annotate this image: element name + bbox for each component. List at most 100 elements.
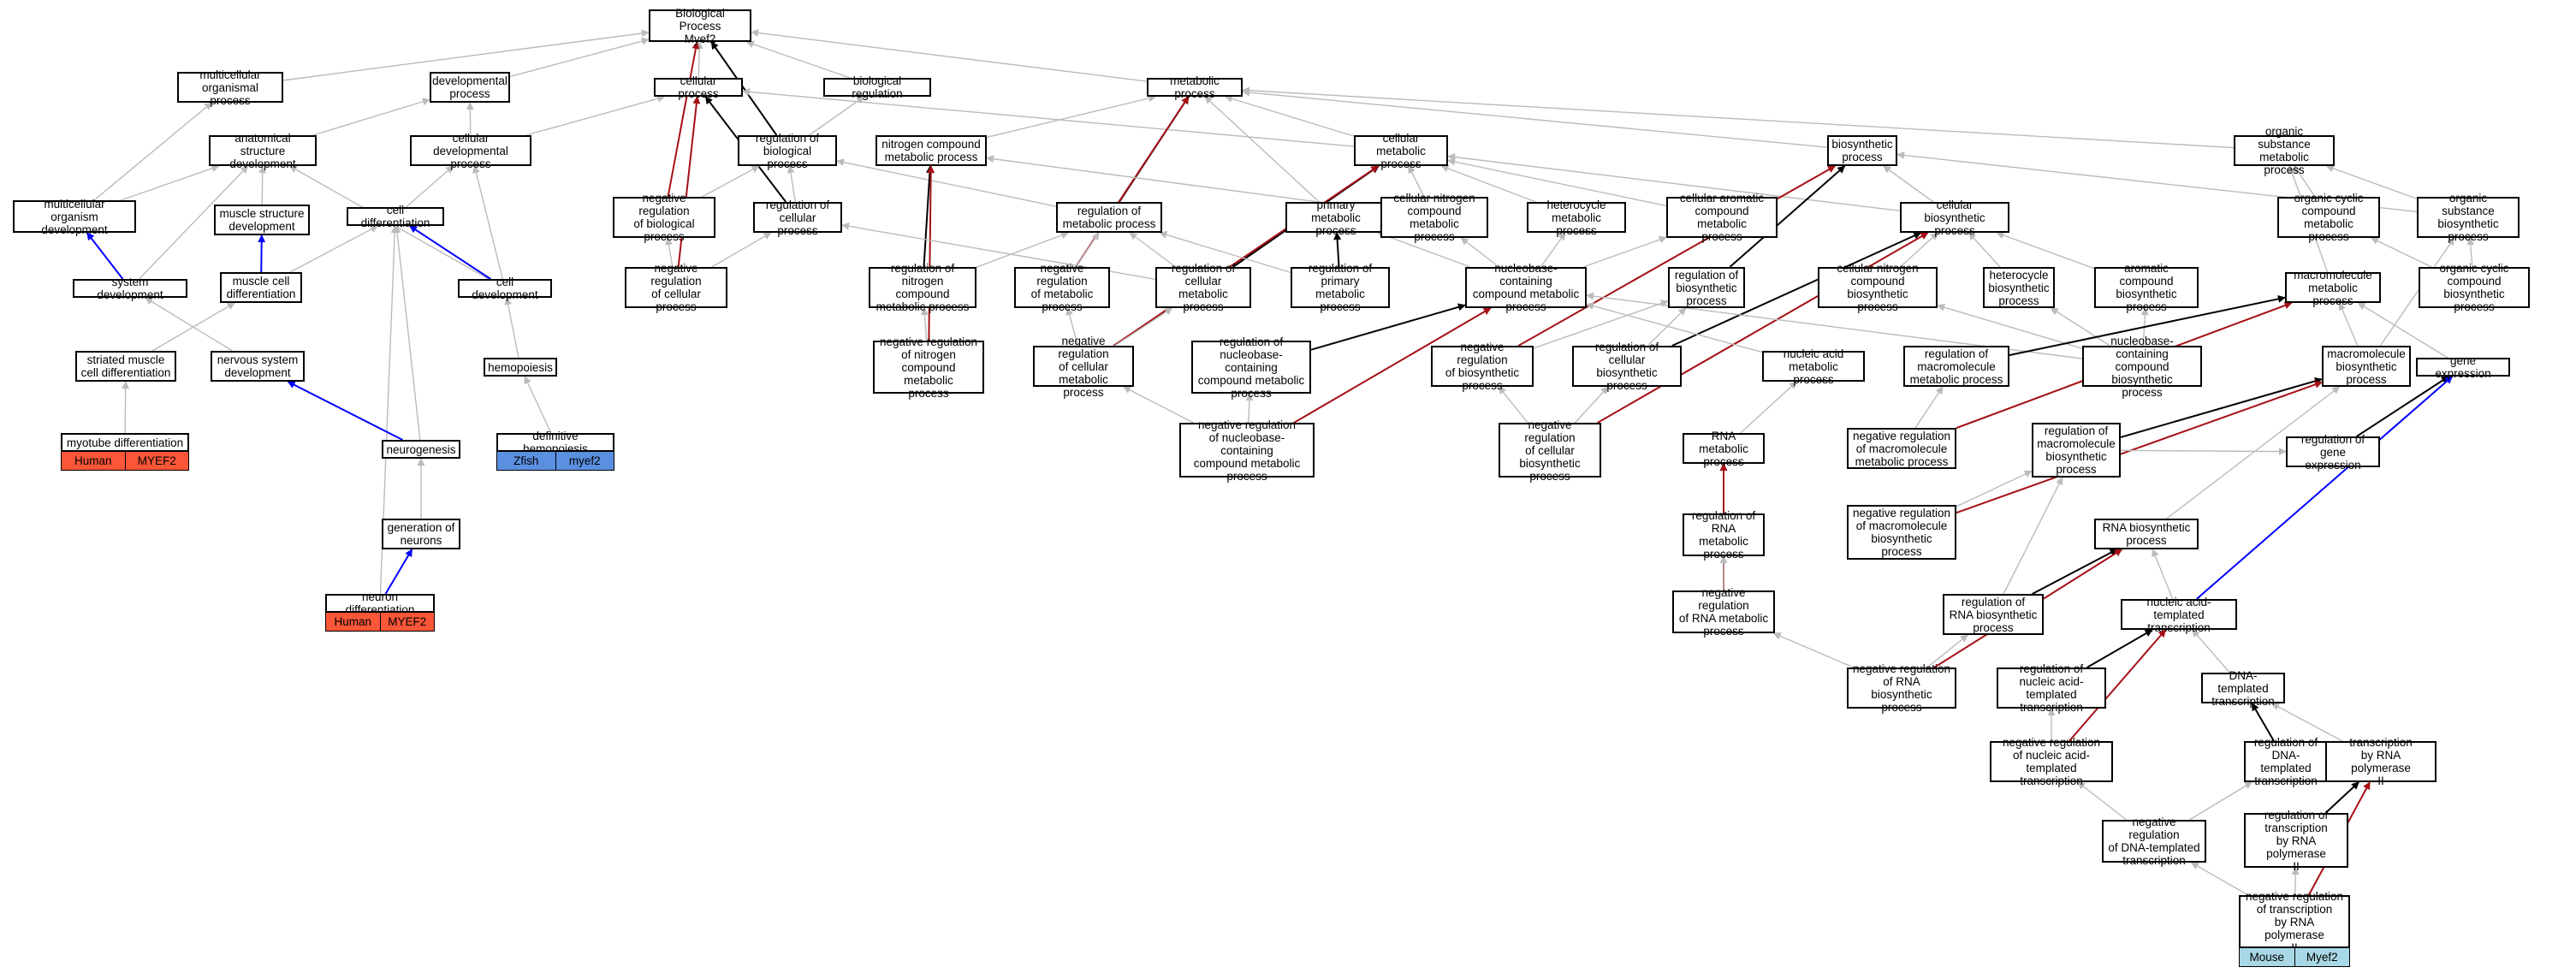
go-node-geneexp[interactable]: gene expression [2416, 354, 2510, 380]
species-label: Mouse [2240, 948, 2294, 966]
edge-osmp-to-metp [1242, 86, 2235, 149]
go-node-regcmp[interactable]: regulation of cellular metabolic process [1155, 262, 1251, 313]
go-node-pmp[interactable]: primary metabolic process [1285, 199, 1386, 237]
go-node-genneur[interactable]: generation of neurons [382, 519, 460, 549]
go-node-regrnabp[interactable]: regulation of RNA biosynthetic process [1943, 594, 2044, 635]
go-node-cmp[interactable]: cellular metabolic process [1354, 132, 1448, 170]
go-node-bioreg[interactable]: biological regulation [823, 74, 931, 100]
go-node-regmp[interactable]: regulation of metabolic process [1056, 202, 1162, 233]
go-node-sysdev[interactable]: system development [73, 276, 187, 301]
edge-cncbp-to-cbp [1899, 232, 1938, 268]
go-node-regmacromp[interactable]: regulation of macromolecule metabolic pr… [1903, 346, 2009, 387]
go-node-cellp[interactable]: cellular process [654, 74, 743, 100]
go-node-regnbcmp[interactable]: regulation of nucleobase-containing comp… [1191, 335, 1311, 400]
go-node-nrcbp[interactable]: negative regulation of cellular biosynth… [1499, 418, 1601, 483]
go-node-mop[interactable]: multicellular organismal process [177, 68, 283, 107]
go-node-acbp[interactable]: aromatic compound biosynthetic process [2094, 262, 2199, 313]
go-node-nrdtt[interactable]: negative regulation of DNA-templated tra… [2102, 816, 2206, 867]
go-node-myotube[interactable]: myotube differentiation [61, 433, 189, 452]
go-node-celldiff[interactable]: cell differentiation [347, 204, 444, 229]
go-node-regpmp[interactable]: regulation of primary metabolic process [1291, 262, 1390, 313]
go-node-macromp[interactable]: macromolecule metabolic process [2285, 269, 2381, 307]
go-node-regcp[interactable]: regulation of cellular process [753, 199, 842, 237]
go-node-cacmp[interactable]: cellular aromatic compound metabolic pro… [1666, 192, 1778, 243]
go-node-nrnbcmp[interactable]: negative regulation of nucleobase-contai… [1179, 418, 1315, 483]
go-node-devp[interactable]: developmental process [430, 72, 510, 103]
go-node-smcd[interactable]: striated muscle cell differentiation [75, 351, 176, 382]
go-node-regcbp[interactable]: regulation of cellular biosynthetic proc… [1572, 341, 1682, 392]
go-node-nbcmp[interactable]: nucleobase-containing compound metabolic… [1465, 262, 1587, 313]
edge-nrtpol2-to-regtpol2 [2291, 867, 2300, 896]
edge-regdtt-to-dtt [2251, 703, 2275, 742]
go-node-cncbp[interactable]: cellular nitrogen compound biosynthetic … [1818, 262, 1938, 313]
go-node-osbp[interactable]: organic substance biosynthetic process [2417, 192, 2520, 243]
go-node-macrobp[interactable]: macromolecule biosynthetic process [2322, 346, 2411, 387]
go-node-regtpol2[interactable]: regulation of transcription by RNA polym… [2244, 809, 2348, 873]
go-node-nrtpol2[interactable]: negative regulation of transcription by … [2239, 890, 2350, 954]
go-node-namp[interactable]: nucleic acid metabolic process [1762, 347, 1865, 386]
edge-occmp-to-osmp [2294, 165, 2316, 198]
go-node-reggeneexp[interactable]: regulation of gene expression [2286, 433, 2380, 472]
go-node-defhemo[interactable]: definitive hemopoiesis [496, 430, 614, 455]
go-node-regbp[interactable]: regulation of biological process [738, 132, 837, 170]
go-node-nrmacrobp[interactable]: negative regulation of macromolecule bio… [1847, 505, 1956, 560]
go-node-occbp[interactable]: organic cyclic compound biosynthetic pro… [2419, 262, 2530, 313]
edge-nrnbcmp-to-regnbcmp [1245, 393, 1254, 424]
edge-neurogen-to-nsd [287, 381, 403, 441]
edge-myotube-to-smcd [122, 381, 130, 434]
go-node-tpol2[interactable]: transcription by RNA polymerase II [2325, 736, 2437, 787]
edge-asd-to-devp [312, 98, 430, 136]
go-node-nrnatt[interactable]: negative regulation of nucleic acid-temp… [1990, 736, 2113, 787]
go-node-cdp[interactable]: cellular developmental process [410, 132, 531, 170]
go-node-regbiosyn[interactable]: regulation of biosynthetic process [1668, 267, 1745, 308]
go-node-nrncmp[interactable]: negative regulation of nitrogen compound… [873, 335, 984, 400]
go-node-nrmp[interactable]: negative regulation of metabolic process [1014, 262, 1110, 313]
go-node-cbp[interactable]: cellular biosynthetic process [1900, 199, 2009, 237]
go-node-nrbp[interactable]: negative regulation of biological proces… [613, 192, 715, 243]
go-node-osmp[interactable]: organic substance metabolic process [2234, 125, 2335, 176]
go-node-neurogen[interactable]: neurogenesis [382, 440, 460, 459]
go-node-nrcmp[interactable]: negative regulation of cellular metaboli… [1033, 335, 1134, 399]
go-node-regncmp[interactable]: regulation of nitrogen compound metaboli… [869, 262, 976, 313]
go-node-nrrnabp[interactable]: negative regulation of RNA biosynthetic … [1847, 662, 1956, 714]
go-node-asd[interactable]: anatomical structure development [209, 132, 317, 170]
go-node-nrrnamp[interactable]: negative regulation of RNA metabolic pro… [1672, 586, 1775, 638]
edge-nrbiosyn-to-regbiosyn [1533, 300, 1669, 349]
go-node-celldev[interactable]: cell development [458, 276, 552, 301]
go-node-hbp[interactable]: heterocycle biosynthetic process [1983, 267, 2055, 308]
go-node-ncmp[interactable]: nitrogen compound metabolic process [875, 135, 987, 166]
go-node-hemo[interactable]: hemopoiesis [484, 358, 557, 377]
go-node-biosyn[interactable]: biosynthetic process [1827, 135, 1897, 166]
go-node-nrcp[interactable]: negative regulation of cellular process [625, 262, 727, 313]
go-node-mod[interactable]: multicellular organism development [13, 198, 136, 236]
edge-regcbp-to-cbp [1671, 232, 1922, 347]
go-node-cncmp[interactable]: cellular nitrogen compound metabolic pro… [1380, 192, 1488, 243]
go-node-occmp[interactable]: organic cyclic compound metabolic proces… [2277, 192, 2380, 243]
go-node-nsd[interactable]: nervous system development [211, 351, 305, 382]
go-node-nrmacromp[interactable]: negative regulation of macromolecule met… [1847, 428, 1956, 469]
go-node-regnatt[interactable]: regulation of nucleic acid-templated tra… [1997, 662, 2106, 714]
go-node-msd[interactable]: muscle structure development [214, 205, 310, 235]
edge-nrrnabp-to-regrnabp [1926, 634, 1968, 668]
go-node-regrnamp[interactable]: regulation of RNA metabolic process [1683, 509, 1765, 561]
go-node-regdtt[interactable]: regulation of DNA-templated transcriptio… [2244, 736, 2328, 787]
go-node-mcd[interactable]: muscle cell differentiation [220, 272, 302, 303]
edge-pmp-to-metp [1204, 96, 1320, 203]
go-node-rnabp[interactable]: RNA biosynthetic process [2094, 519, 2199, 549]
go-node-natt[interactable]: nucleic acid-templated transcription [2121, 596, 2237, 634]
go-node-nrbiosyn[interactable]: negative regulation of biosynthetic proc… [1431, 341, 1534, 392]
go-node-dtt[interactable]: DNA-templated transcription [2201, 669, 2285, 708]
edge-tpol2-to-dtt [2270, 703, 2343, 742]
edge-nrnbcmp-to-nbcmp [1293, 307, 1492, 424]
go-node-regmacrobp[interactable]: regulation of macromolecule biosynthetic… [2032, 423, 2121, 478]
go-node-hmp[interactable]: heterocycle metabolic process [1527, 199, 1626, 237]
edge-regpmp-to-pmp [1333, 232, 1342, 268]
go-node-neurdiff[interactable]: neuron differentiation [325, 590, 435, 616]
edge-rnamp-to-namp [1740, 381, 1797, 434]
go-node-rnamp[interactable]: RNA metabolic process [1683, 430, 1765, 468]
go-node-bp[interactable]: Biological Process Myef2 [649, 7, 751, 45]
go-node-nbcbp[interactable]: nucleobase-containing compound biosynthe… [2082, 335, 2202, 399]
go-node-metp[interactable]: metabolic process [1147, 74, 1243, 100]
